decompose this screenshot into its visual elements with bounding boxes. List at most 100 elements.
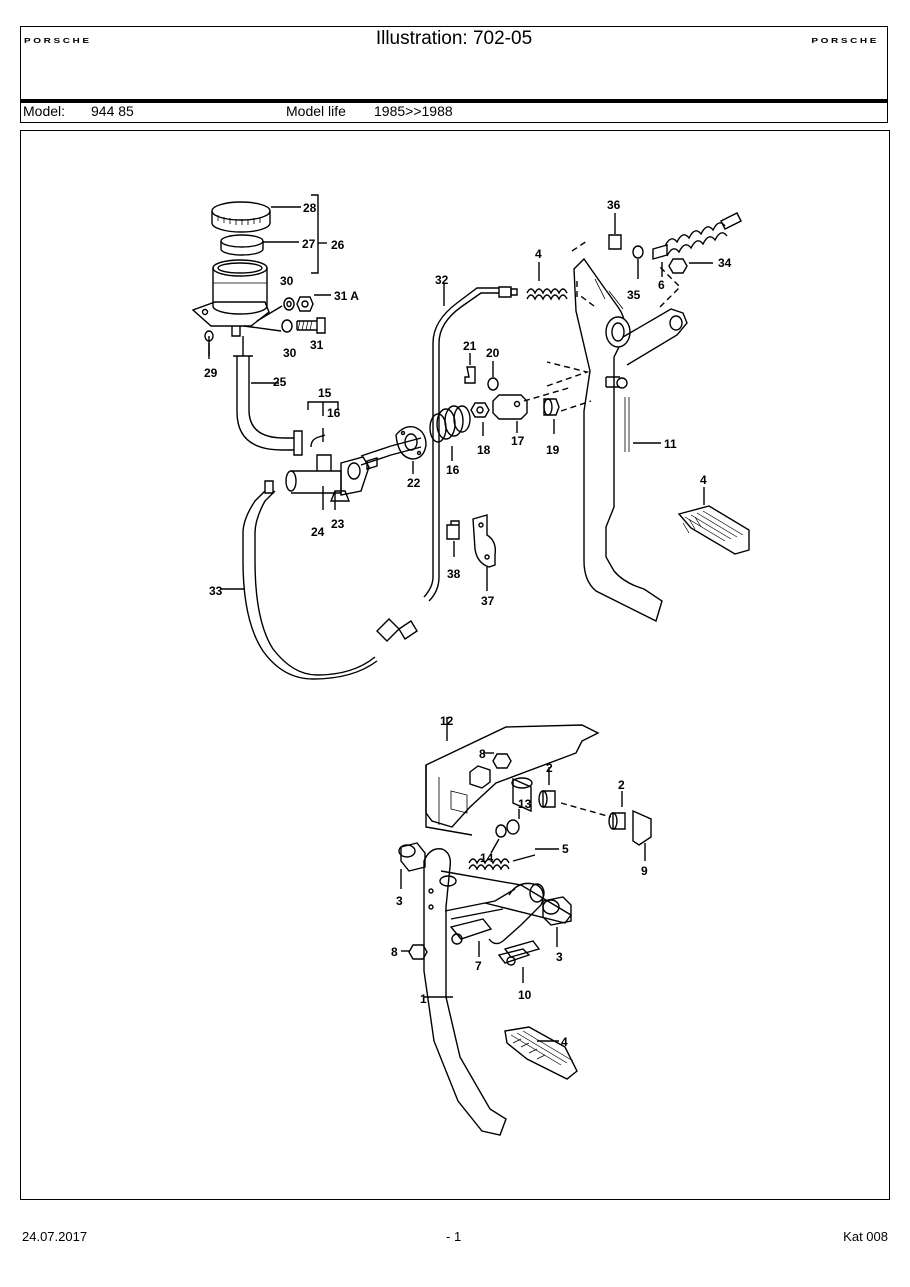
callout-4b: 4 bbox=[700, 473, 707, 487]
footer-page-number: - 1 bbox=[446, 1229, 462, 1244]
reservoir-hose-25 bbox=[233, 336, 303, 456]
reservoir-cap bbox=[211, 201, 271, 233]
illustration-title: Illustration: 702-05 bbox=[375, 28, 533, 49]
pedal-bracket-12 bbox=[425, 717, 600, 836]
callout-29: 29 bbox=[204, 366, 218, 380]
callout-10: 10 bbox=[518, 988, 532, 1002]
clutch-hose-33 bbox=[221, 480, 418, 680]
callout-17: 17 bbox=[511, 434, 525, 448]
callout-27: 27 bbox=[302, 237, 316, 251]
model-bar: Model: 944 85 Model life 1985>>1988 bbox=[20, 102, 888, 123]
callout-16a: 16 bbox=[327, 406, 341, 420]
washer-14 bbox=[495, 824, 507, 838]
brake-pedal-1 bbox=[423, 848, 573, 1136]
clutch-master-cylinder bbox=[285, 434, 422, 502]
callout-12: 12 bbox=[440, 714, 454, 728]
washer-35 bbox=[632, 245, 644, 259]
callout-4c: 4 bbox=[561, 1035, 568, 1049]
callout-19: 19 bbox=[546, 443, 560, 457]
callout-21: 21 bbox=[463, 339, 477, 353]
fluid-reservoir bbox=[191, 259, 270, 337]
diagram-frame: 28 27 26 30 31 A 30 31 29 25 15 16 32 4 … bbox=[20, 130, 890, 1200]
footer-catalog: Kat 008 bbox=[843, 1229, 888, 1244]
callout-8a: 8 bbox=[479, 747, 486, 761]
porsche-logo-right: PORSCHE bbox=[811, 37, 879, 45]
callout-32: 32 bbox=[435, 273, 449, 287]
model-life-value: 1985>>1988 bbox=[374, 103, 453, 119]
callout-16b: 16 bbox=[446, 463, 460, 477]
over-center-spring-6 bbox=[652, 212, 742, 277]
porsche-logo-left: PORSCHE bbox=[24, 37, 92, 45]
callout-3a: 3 bbox=[396, 894, 403, 908]
callout-18: 18 bbox=[477, 443, 491, 457]
washer-20 bbox=[487, 377, 499, 391]
callout-8b: 8 bbox=[391, 945, 398, 959]
clevis-17 bbox=[492, 394, 528, 433]
callout-1: 1 bbox=[420, 992, 427, 1006]
callout-28: 28 bbox=[303, 201, 317, 215]
nut-31a bbox=[296, 296, 314, 312]
callout-9: 9 bbox=[641, 864, 648, 878]
reservoir-seal bbox=[220, 234, 264, 256]
callout-20: 20 bbox=[486, 346, 500, 360]
callout-15: 15 bbox=[318, 386, 332, 400]
return-spring-4a bbox=[526, 262, 568, 301]
callout-33: 33 bbox=[209, 584, 223, 598]
bracket-26 bbox=[311, 194, 319, 274]
pedal-pad-4b bbox=[677, 487, 750, 555]
callout-6: 6 bbox=[658, 278, 665, 292]
bushing-2b bbox=[612, 812, 626, 830]
callout-34: 34 bbox=[718, 256, 732, 270]
bracket-37 bbox=[472, 514, 497, 591]
pivot-sleeve bbox=[512, 777, 532, 813]
model-label: Model: bbox=[23, 103, 66, 119]
bushing-2a bbox=[542, 790, 556, 808]
cylinder-flange-22 bbox=[395, 425, 427, 474]
pedal-pad-4c bbox=[504, 1026, 578, 1080]
callout-37: 37 bbox=[481, 594, 495, 608]
clutch-pedal-11 bbox=[573, 257, 688, 622]
callout-30a: 30 bbox=[280, 274, 294, 288]
callout-4a: 4 bbox=[535, 247, 542, 261]
callout-14: 14 bbox=[480, 851, 494, 865]
callout-35: 35 bbox=[627, 288, 641, 302]
clip-21 bbox=[464, 366, 476, 384]
washer-30a bbox=[283, 297, 295, 311]
return-spring-5 bbox=[468, 848, 559, 871]
callout-30b: 30 bbox=[283, 346, 297, 360]
bolt-31 bbox=[296, 320, 317, 331]
model-life-label: Model life bbox=[286, 103, 346, 119]
callout-3b: 3 bbox=[556, 950, 563, 964]
header-rule bbox=[20, 99, 888, 102]
nut-8b bbox=[408, 944, 428, 960]
clip-38 bbox=[446, 520, 460, 540]
washer-13 bbox=[506, 819, 520, 835]
page-header: PORSCHE Illustration: 702-05 PORSCHE bbox=[20, 26, 888, 101]
footer-date: 24.07.2017 bbox=[22, 1229, 88, 1244]
washer-30b bbox=[281, 319, 293, 333]
callout-23: 23 bbox=[331, 517, 345, 531]
callout-7: 7 bbox=[475, 959, 482, 973]
clutch-pedal-exploded-diagram: 28 27 26 30 31 A 30 31 29 25 15 16 32 4 … bbox=[191, 194, 750, 1136]
bushing-19 bbox=[543, 398, 560, 416]
model-value: 944 85 bbox=[91, 103, 134, 119]
callout-36: 36 bbox=[607, 198, 621, 212]
callout-24: 24 bbox=[311, 525, 325, 539]
callout-22: 22 bbox=[407, 476, 421, 490]
clip-9 bbox=[632, 809, 652, 846]
callout-13: 13 bbox=[518, 797, 532, 811]
nut-34 bbox=[668, 258, 688, 274]
callout-31: 31 bbox=[310, 338, 324, 352]
clevis-10 bbox=[497, 948, 531, 964]
callout-2a: 2 bbox=[546, 761, 553, 775]
nut-18 bbox=[470, 402, 490, 418]
callout-38: 38 bbox=[447, 567, 461, 581]
callout-26: 26 bbox=[331, 238, 345, 252]
nut-8a bbox=[492, 753, 512, 769]
clip-36 bbox=[608, 234, 622, 250]
clutch-pipe-32 bbox=[423, 283, 518, 602]
callout-25: 25 bbox=[273, 375, 287, 389]
callout-31a: 31 A bbox=[334, 289, 359, 303]
bushing-3b bbox=[542, 896, 572, 926]
callout-11: 11 bbox=[664, 437, 677, 451]
